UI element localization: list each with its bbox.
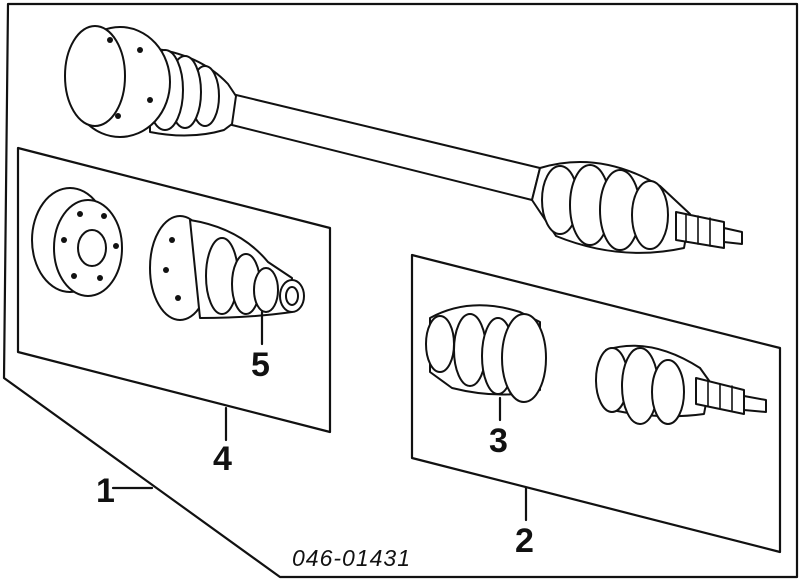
boot-part (425, 304, 547, 403)
callout-4: 4 (213, 440, 232, 478)
reference-code: 046-01431 (292, 545, 411, 571)
outer-joint-part (595, 344, 767, 425)
kit-2-panel (410, 253, 782, 554)
axle-shaft-assembly (64, 25, 743, 254)
callout-2: 2 (515, 522, 534, 560)
callout-5: 5 (251, 346, 270, 384)
callout-3: 3 (489, 422, 508, 460)
kit-4-panel (16, 146, 332, 434)
inner-joint-boot-part (149, 215, 305, 321)
flange-part (31, 187, 123, 297)
leader-lines (111, 310, 528, 522)
callout-1: 1 (96, 472, 115, 510)
